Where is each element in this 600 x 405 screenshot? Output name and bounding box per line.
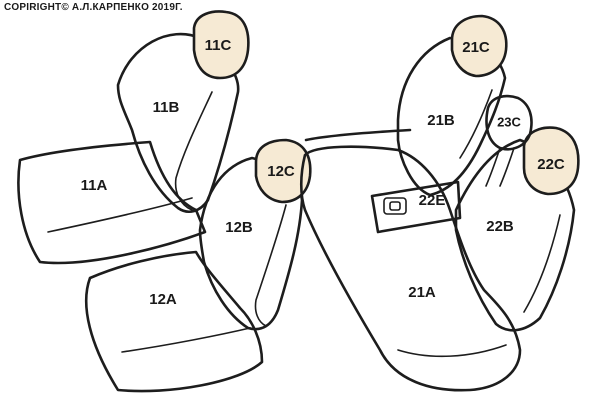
backrest-12b-bolster [254,204,287,327]
seat-23 [485,94,533,187]
headrest-21c [450,14,508,78]
floor-divider [304,128,412,142]
seat-21 [299,14,522,392]
cushion-21a-outline [299,145,522,392]
label-11b: 11B [153,99,180,116]
backrest-22b-outline [454,138,576,332]
label-22e: 22E [419,192,446,209]
label-21a: 21A [408,284,436,301]
label-11c: 11C [205,37,232,54]
headrest-22c [522,126,580,196]
label-11a: 11A [81,177,108,194]
label-22b: 22B [486,218,514,235]
label-21b: 21B [427,112,455,129]
headrest-23c-post [485,147,501,187]
armrest-22e-cupholder-inner [389,201,401,211]
armrest-22e-cupholder [383,197,407,215]
cushion-12a-crease [121,327,251,353]
headrest-11c [192,10,250,80]
headrest-23c-post-2 [499,147,515,187]
cushion-11a-outline [17,140,207,265]
backrest-21b-bolster [459,89,493,159]
backrest-12b-outline [198,156,304,331]
headrest-12c [254,138,312,204]
label-12a: 12A [149,291,177,308]
seat-12 [84,138,312,393]
backrest-11b-bolster [174,91,213,211]
backrest-21b-outline [396,36,507,197]
copyright-notice: COPIRIGHT© А.Л.КАРПЕНКО 2019Г. [4,2,183,13]
label-12c: 12C [267,163,295,180]
seat-11 [17,10,250,265]
cushion-12a-outline [84,250,264,393]
cushion-11a-crease [47,197,193,233]
headrest-23c [485,94,533,151]
label-12b: 12B [225,219,253,236]
label-21c: 21C [462,39,490,56]
armrest-22e-outline [370,180,462,234]
label-23c: 23C [497,114,521,129]
backrest-22b-bolster [523,214,561,313]
seat-22 [370,126,580,332]
cushion-21a-crease [397,344,507,358]
label-22c: 22C [537,156,565,173]
